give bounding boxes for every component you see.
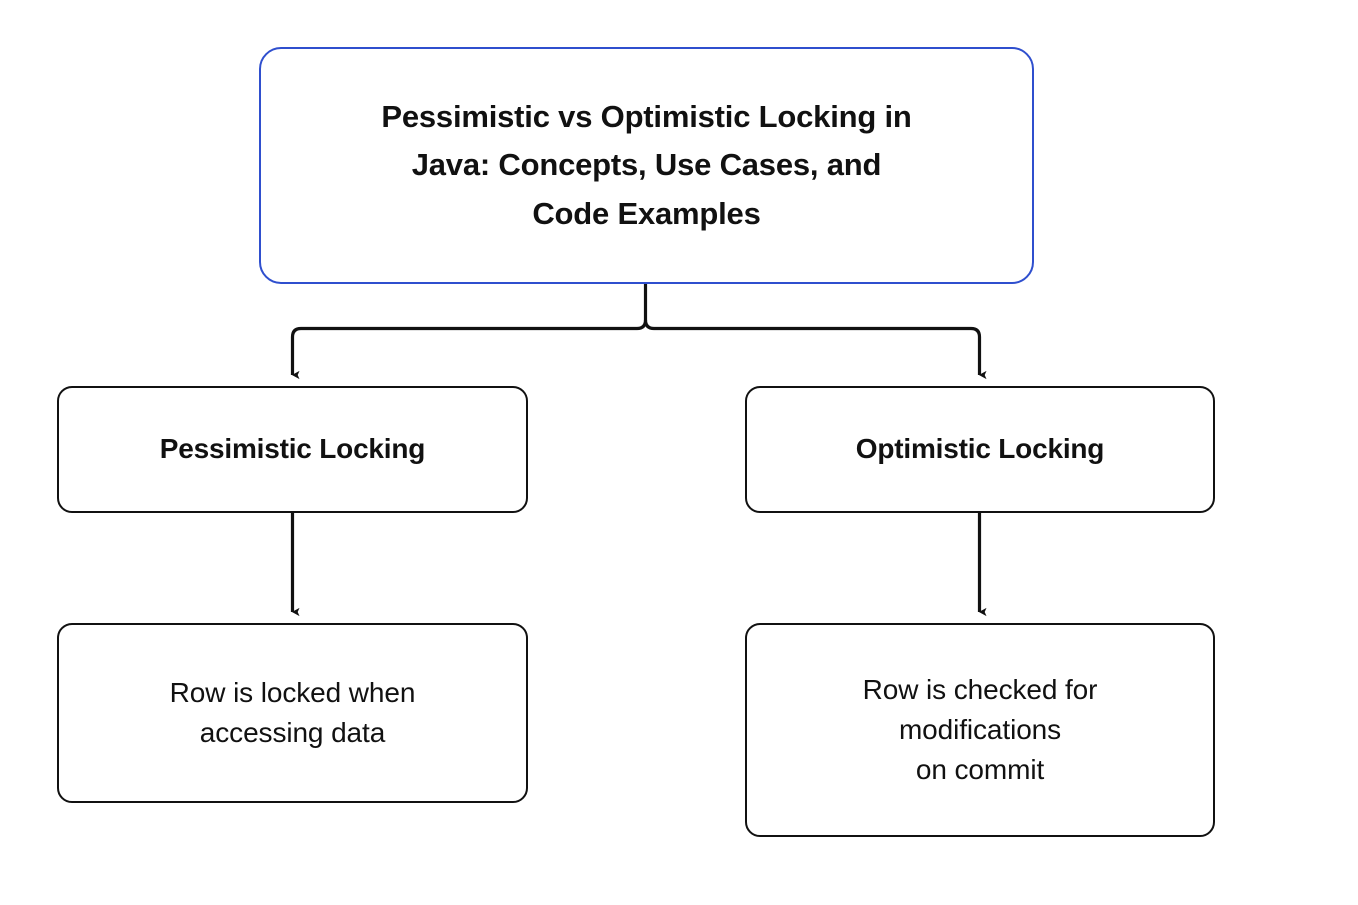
node-optimistic-detail: Row is checked for modifications on comm… (745, 623, 1215, 837)
node-optimistic-locking: Optimistic Locking (745, 386, 1215, 513)
node-pessimistic-detail: Row is locked when accessing data (57, 623, 528, 803)
connector-root-to-pessimistic (290, 319, 648, 380)
node-root-title-label: Pessimistic vs Optimistic Locking in Jav… (381, 99, 912, 231)
connector-root-to-optimistic (643, 319, 987, 380)
node-root-title: Pessimistic vs Optimistic Locking in Jav… (259, 47, 1034, 284)
node-pessimistic-detail-label: Row is locked when accessing data (169, 677, 416, 748)
node-optimistic-locking-label: Optimistic Locking (855, 433, 1105, 465)
node-pessimistic-locking: Pessimistic Locking (57, 386, 528, 513)
node-pessimistic-locking-label: Pessimistic Locking (159, 433, 426, 465)
node-optimistic-detail-label: Row is checked for modifications on comm… (862, 674, 1098, 785)
